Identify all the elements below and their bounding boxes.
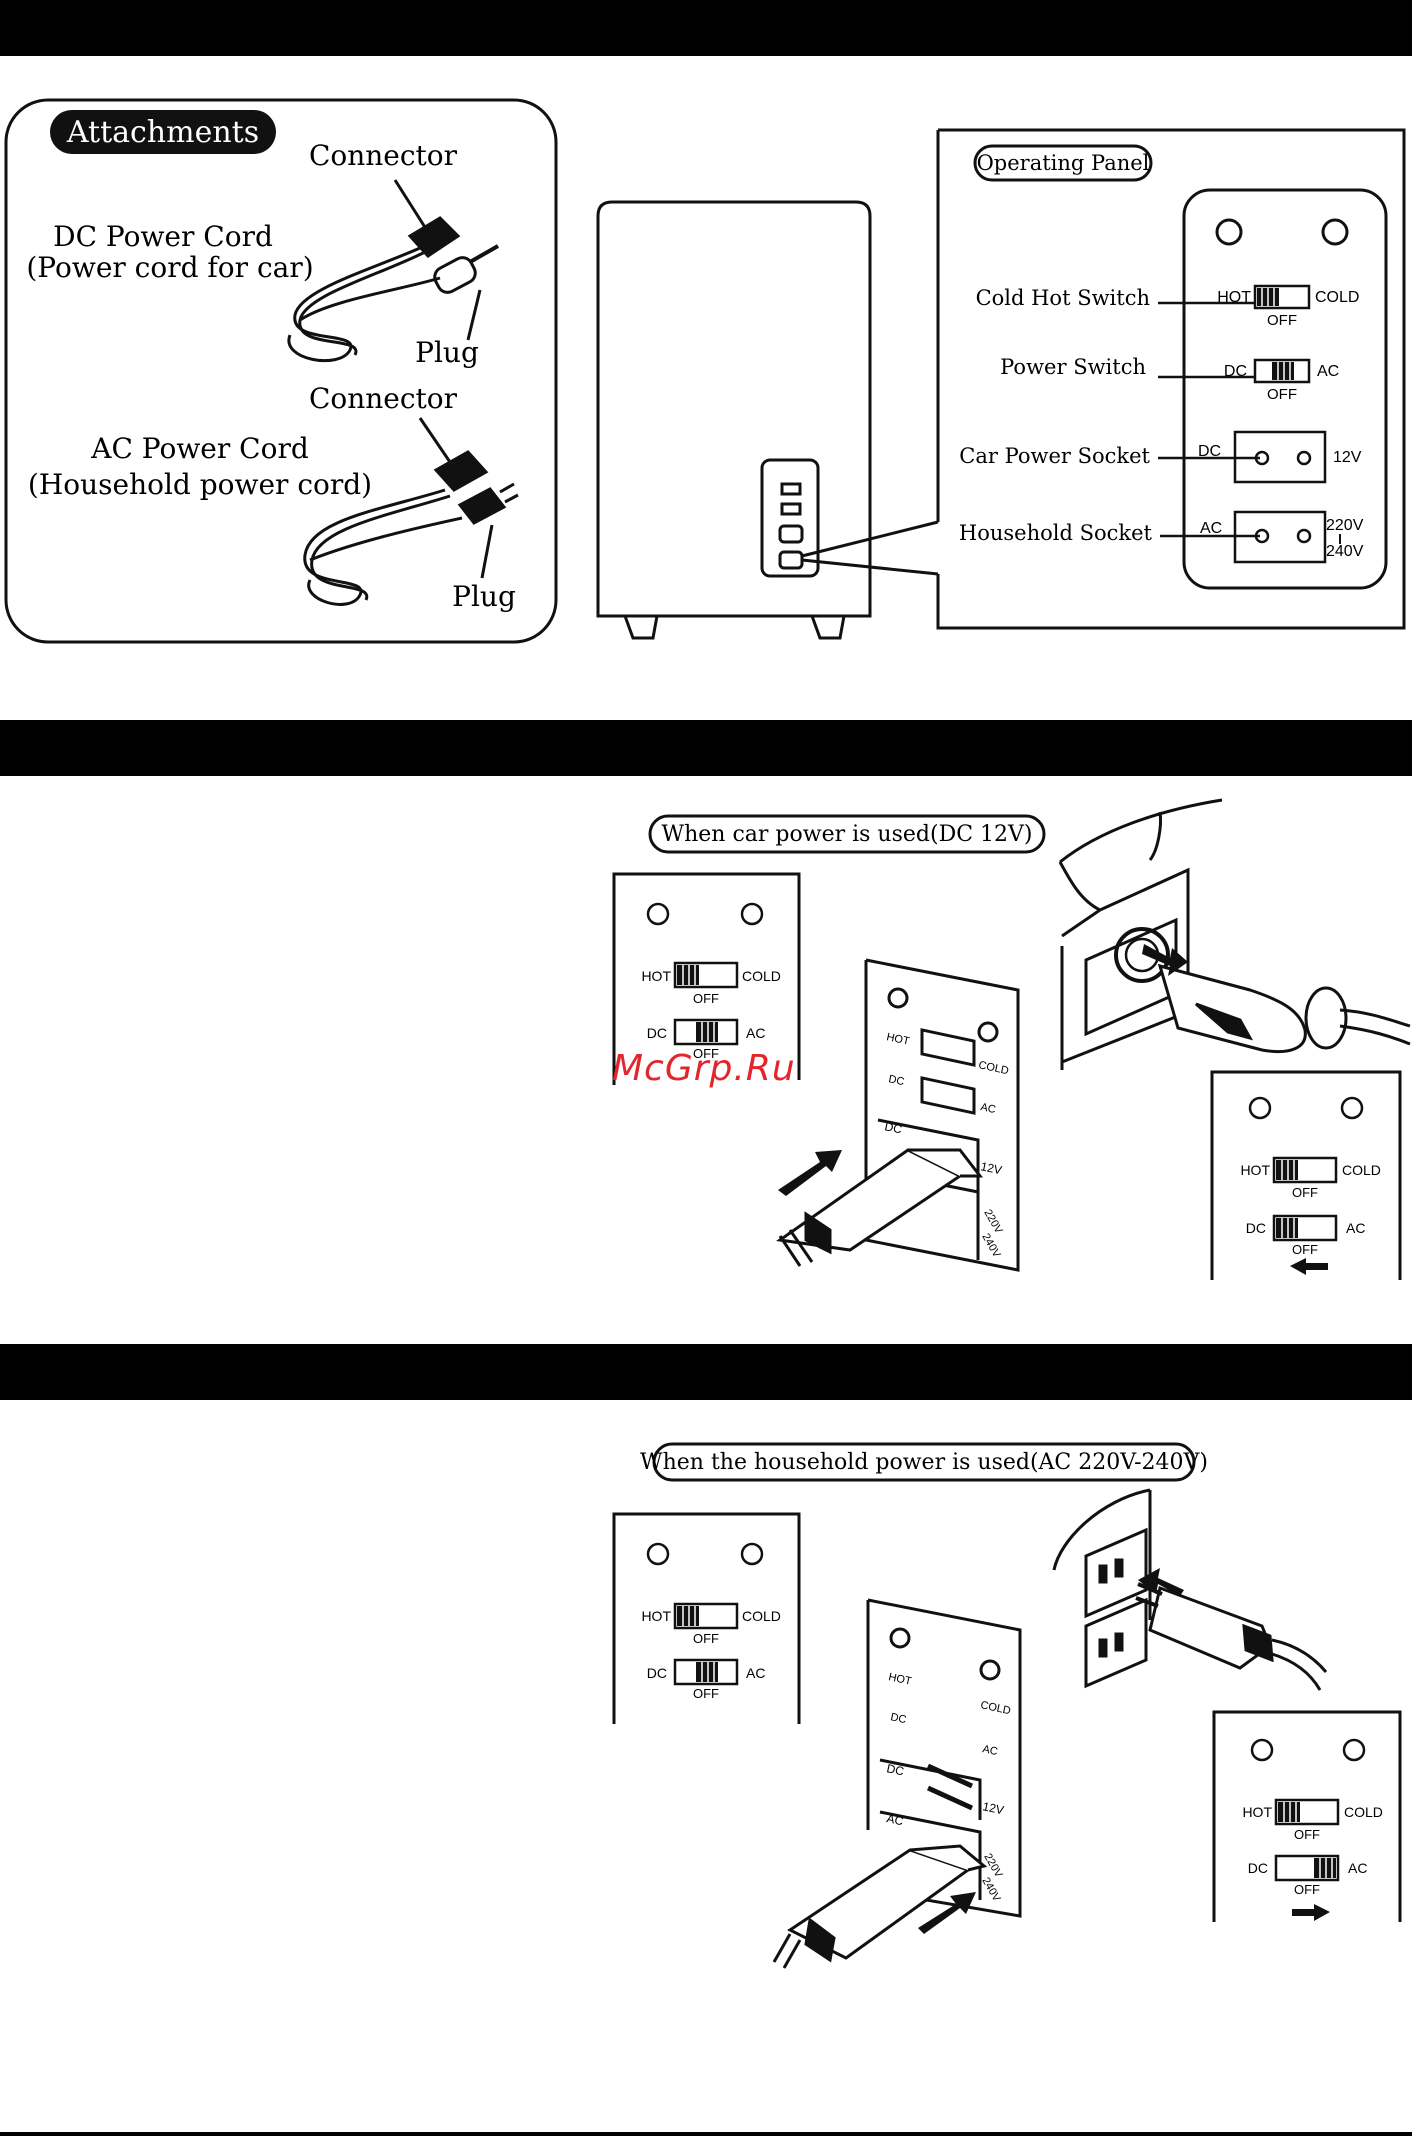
cooler-box-icon — [596, 200, 939, 640]
insert-arrow-icon — [778, 1150, 842, 1196]
hot-label: HOT — [641, 968, 671, 984]
ac-label: AC — [1317, 363, 1339, 380]
attachments-badge: Attachments — [66, 115, 259, 150]
section-header-bar-2 — [0, 720, 1412, 776]
off-label: OFF — [1267, 312, 1297, 329]
dc-label: DC — [883, 1119, 903, 1136]
ac-socket-label: AC — [1200, 520, 1222, 537]
section-header-bar-1 — [0, 0, 1412, 56]
hot-label: HOT — [1217, 289, 1251, 306]
ac-label: AC — [979, 1101, 996, 1116]
ac-label: AC — [981, 1743, 998, 1758]
household-socket: AC 220V 240V — [1200, 510, 1364, 564]
cold-label: COLD — [1342, 1162, 1381, 1178]
car-power-socket-label: Car Power Socket — [959, 444, 1150, 468]
ac-label: AC — [746, 1665, 765, 1681]
section-header-bar-3 — [0, 1344, 1412, 1400]
ac-power-cord-icon — [303, 417, 519, 606]
hot-label: HOT — [1240, 1162, 1270, 1178]
off-label: OFF — [693, 1631, 719, 1646]
household-socket-label: Household Socket — [959, 521, 1153, 545]
arrow-left-icon — [1290, 1258, 1328, 1275]
off-label: OFF — [1294, 1827, 1320, 1842]
ac-cord-sublabel: (Household power cord) — [28, 468, 372, 501]
dc-label: DC — [1246, 1220, 1266, 1236]
household-power-caption: When the household power is used(AC 220V… — [640, 1450, 1208, 1475]
12v-label: 12V — [981, 1799, 1005, 1817]
operating-panel-badge: Operating Panel — [977, 151, 1150, 175]
cold-label: COLD — [742, 1608, 781, 1624]
dc-power-cord-icon — [287, 179, 499, 363]
hot-label: HOT — [641, 1608, 671, 1624]
off-label: OFF — [1292, 1242, 1318, 1257]
ac-label: AC — [746, 1025, 765, 1041]
off-label: OFF — [693, 1686, 719, 1701]
240v-label: 240V — [979, 1876, 1003, 1905]
power-switch: DC AC OFF — [1224, 358, 1339, 403]
panel-car-plug-inserted — [864, 958, 1020, 1272]
ac-label: AC — [1348, 1860, 1367, 1876]
panel-household-plug-inserted — [866, 1598, 1022, 1918]
insert-arrow-icon — [1138, 1568, 1184, 1596]
dc-connector-icon — [776, 1148, 984, 1267]
panel-before-car: HOT COLD OFF DC AC OFF — [612, 872, 801, 1085]
car-socket-scene-icon — [1058, 798, 1411, 1070]
hot-label: HOT — [885, 1031, 910, 1048]
cold-hot-switch-label: Cold Hot Switch — [976, 286, 1150, 310]
appliance-diagram: Operating Panel Cold Hot Switch Power Sw… — [596, 128, 1406, 640]
connector-label-2: Connector — [309, 382, 458, 415]
cold-label: COLD — [1344, 1804, 1383, 1820]
wall-outlet-icon — [1052, 1488, 1328, 1691]
panel-after-household: HOT COLD OFF DC AC OFF — [1212, 1710, 1402, 1922]
220v-label: 220V — [1326, 517, 1364, 534]
plug-label-1: Plug — [415, 336, 479, 369]
power-switch-label: Power Switch — [1000, 355, 1146, 379]
insert-arrow-icon — [918, 1892, 976, 1934]
hot-label: HOT — [887, 1671, 912, 1688]
off-label: OFF — [693, 991, 719, 1006]
cold-label: COLD — [1315, 289, 1359, 306]
watermark: McGrp.Ru — [612, 1048, 796, 1089]
dc-label: DC — [647, 1025, 667, 1041]
connector-label-1: Connector — [309, 139, 458, 172]
cold-label: COLD — [979, 1699, 1011, 1717]
panel-after-car: HOT COLD OFF DC AC OFF — [1210, 1070, 1402, 1280]
dc-cord-sublabel: (Power cord for car) — [26, 251, 313, 284]
240v-label: 240V — [1326, 543, 1364, 560]
hot-label: HOT — [1242, 1804, 1272, 1820]
off-label: OFF — [1292, 1185, 1318, 1200]
dc-socket-label: DC — [1198, 443, 1221, 460]
ac-connector-icon — [772, 1844, 988, 1969]
ac-label: AC — [885, 1811, 905, 1828]
attachments-panel: Attachments Connector DC Power Cord (Pow… — [4, 98, 558, 644]
insert-arrow-icon — [1142, 944, 1188, 976]
plug-label-2: Plug — [452, 580, 516, 613]
cold-label: COLD — [742, 968, 781, 984]
dc-label: DC — [887, 1073, 905, 1088]
dc-label: DC — [1248, 1860, 1268, 1876]
arrow-right-icon — [1292, 1904, 1330, 1921]
car-power-caption: When car power is used(DC 12V) — [662, 822, 1033, 847]
12v-label: 12V — [1333, 449, 1362, 466]
bottom-rule — [0, 2132, 1412, 2136]
car-power-socket: DC 12V — [1198, 430, 1362, 484]
ac-label: AC — [1346, 1220, 1365, 1236]
off-label: OFF — [693, 1046, 719, 1061]
dc-label: DC — [647, 1665, 667, 1681]
off-label: OFF — [1267, 386, 1297, 403]
off-label: OFF — [1294, 1882, 1320, 1897]
dc-label: DC — [1224, 363, 1247, 380]
panel-before-household: HOT COLD OFF DC AC OFF — [612, 1512, 801, 1724]
12v-label: 12V — [979, 1159, 1003, 1177]
dc-label: DC — [885, 1761, 905, 1778]
cold-hot-switch: HOT COLD OFF — [1217, 284, 1359, 329]
dc-cord-label: DC Power Cord — [53, 220, 273, 253]
ac-cord-label: AC Power Cord — [90, 432, 309, 465]
dc-label: DC — [889, 1711, 907, 1726]
